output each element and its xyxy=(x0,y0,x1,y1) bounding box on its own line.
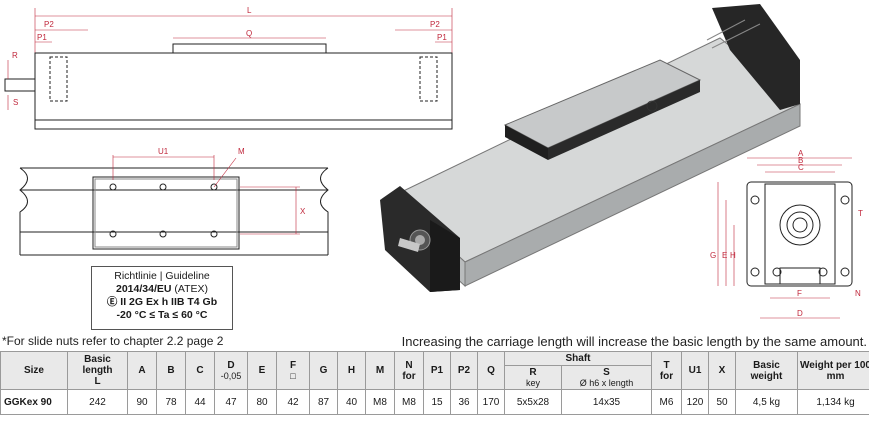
header-U1: U1 xyxy=(681,351,709,390)
header-H: H xyxy=(337,351,366,390)
cell-P2: 36 xyxy=(450,389,478,415)
header-basic-weight: Basic weight xyxy=(735,351,798,390)
top-view xyxy=(19,155,329,256)
dim-E: E xyxy=(722,251,727,260)
end-view xyxy=(717,157,853,319)
dim-N: N xyxy=(855,289,861,298)
header-size: Size xyxy=(0,351,68,390)
cell-basic-length: 242 xyxy=(67,389,128,415)
dim-B: B xyxy=(798,156,803,165)
dim-P1-right: P1 xyxy=(437,33,447,42)
cell-T: M6 xyxy=(651,389,682,415)
cell-R: 5x5x28 xyxy=(504,389,562,415)
cell-X: 50 xyxy=(708,389,736,415)
header-P2: P2 xyxy=(450,351,478,390)
dim-D: D xyxy=(797,309,803,318)
carriage-length-note: Increasing the carriage length will incr… xyxy=(401,334,867,349)
dim-U1: U1 xyxy=(158,147,169,156)
dim-F: F xyxy=(797,289,802,298)
header-F: F□ xyxy=(276,351,310,390)
dim-M: M xyxy=(238,147,245,156)
header-P1: P1 xyxy=(423,351,451,390)
dim-G: G xyxy=(710,251,716,260)
cell-U1: 120 xyxy=(681,389,709,415)
dim-C: C xyxy=(798,163,804,172)
guideline-temperature: -20 °C ≤ Ta ≤ 60 °C xyxy=(116,309,208,321)
cell-G: 87 xyxy=(309,389,338,415)
cell-F: 42 xyxy=(276,389,310,415)
guideline-directive: 2014/34/EU (ATEX) xyxy=(115,283,209,295)
dim-T: T xyxy=(858,209,863,218)
dim-P2-left: P2 xyxy=(44,20,54,29)
cell-N: M8 xyxy=(394,389,424,415)
guideline-marking: Ⓔ II 2G Ex h IIB T4 Gb xyxy=(106,296,218,308)
cell-D: 47 xyxy=(214,389,248,415)
technical-drawing: L P2 P1 P2 P1 Q R S U1 M X xyxy=(4,4,863,319)
cell-C: 44 xyxy=(185,389,215,415)
atex-guideline-box: Richtlinie | Guideline 2014/34/EU (ATEX)… xyxy=(91,266,233,330)
dim-H: H xyxy=(730,251,736,260)
dim-Q: Q xyxy=(246,29,252,38)
table-row: GGKex 90 242 90 78 44 47 80 42 87 40 M8 … xyxy=(0,389,869,415)
cell-A: 90 xyxy=(127,389,157,415)
cell-B: 78 xyxy=(156,389,186,415)
header-weight-per-100: Weight per 100 mm xyxy=(797,351,869,390)
cell-M: M8 xyxy=(365,389,395,415)
header-X: X xyxy=(708,351,736,390)
header-B: B xyxy=(156,351,186,390)
header-A: A xyxy=(127,351,157,390)
header-Q: Q xyxy=(477,351,505,390)
dim-A: A xyxy=(798,149,804,158)
dim-L: L xyxy=(247,6,252,15)
dim-S: S xyxy=(13,98,18,107)
slide-nut-footnote: *For slide nuts refer to chapter 2.2 pag… xyxy=(2,334,224,348)
actuator-3d-render xyxy=(380,4,801,292)
header-shaft: Shaft xyxy=(504,351,652,366)
cell-Q: 170 xyxy=(477,389,505,415)
header-E: E xyxy=(247,351,277,390)
cell-H: 40 xyxy=(337,389,366,415)
dim-X: X xyxy=(300,207,306,216)
cell-weight-per-100: 1,134 kg xyxy=(797,389,869,415)
cell-P1: 15 xyxy=(423,389,451,415)
cell-S: 14x35 xyxy=(561,389,652,415)
header-M: M xyxy=(365,351,395,390)
guideline-title: Richtlinie | Guideline xyxy=(114,270,210,282)
dim-P1-left: P1 xyxy=(37,33,47,42)
side-view xyxy=(4,8,453,130)
dim-R: R xyxy=(12,51,18,60)
header-C: C xyxy=(185,351,215,390)
header-G: G xyxy=(309,351,338,390)
cell-size: GGKex 90 xyxy=(0,389,68,415)
header-D: D-0,05 xyxy=(214,351,248,390)
cell-basic-weight: 4,5 kg xyxy=(735,389,798,415)
cell-E: 80 xyxy=(247,389,277,415)
dim-P2-right: P2 xyxy=(430,20,440,29)
